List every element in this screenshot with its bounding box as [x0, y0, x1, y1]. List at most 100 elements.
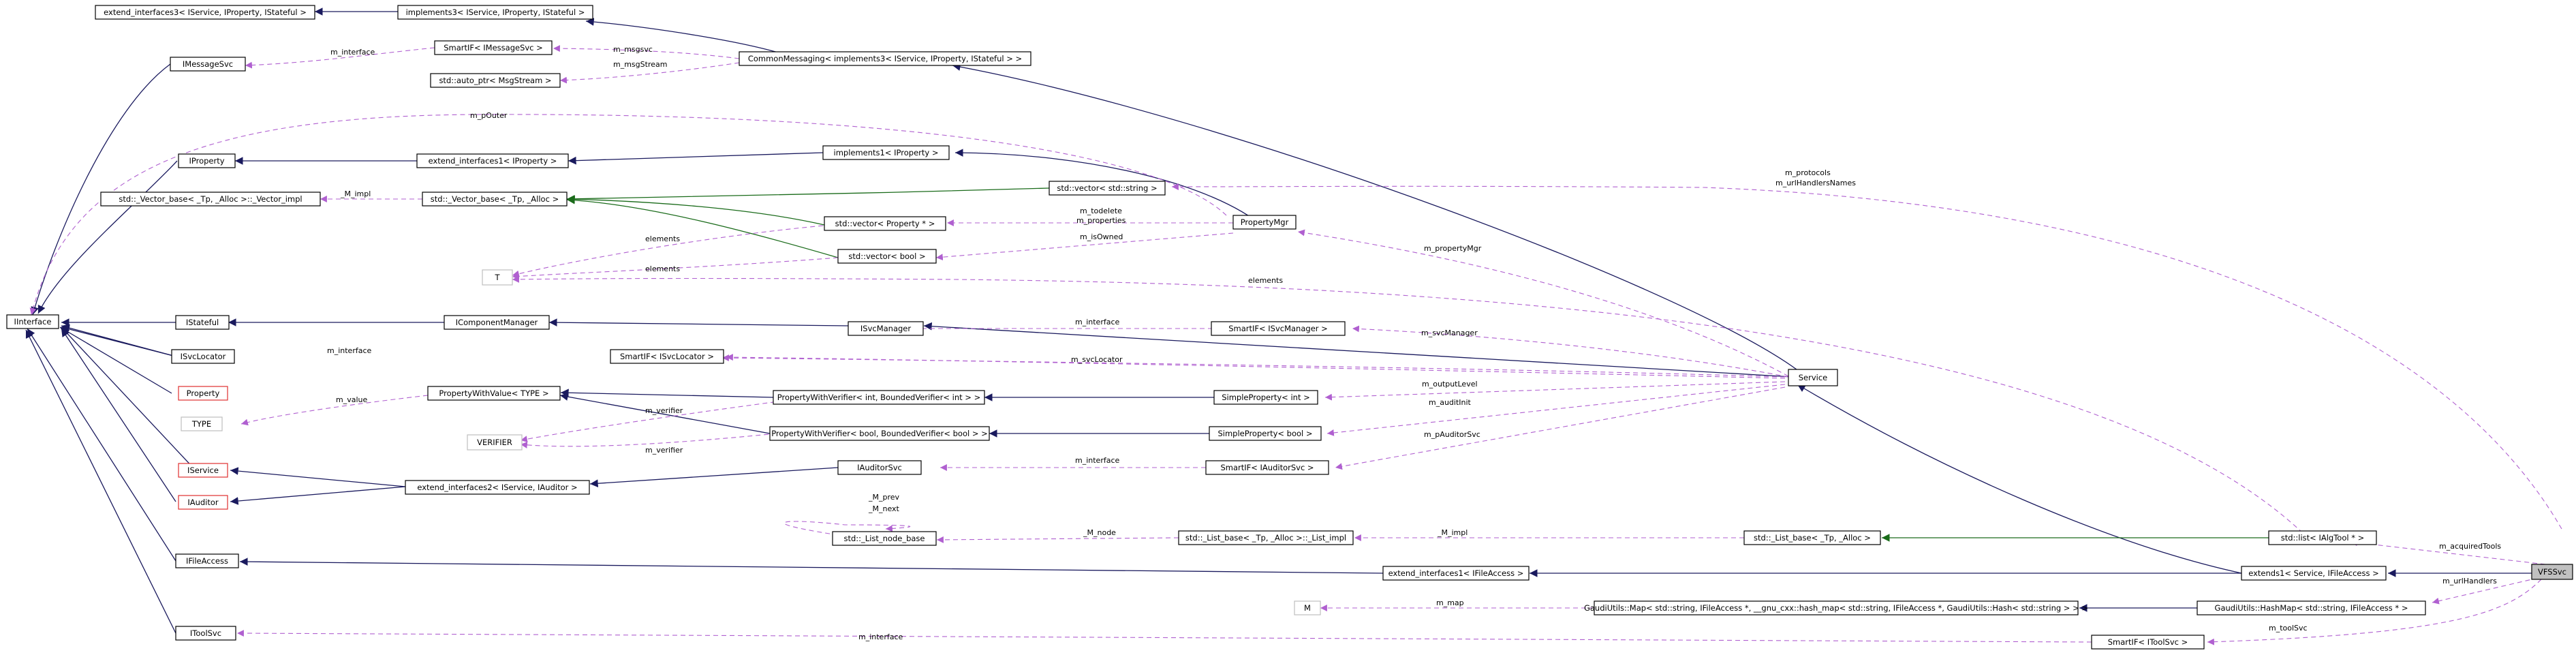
- edge-label-m-todelete: m_todelete: [1080, 207, 1122, 215]
- edge-label-m-pouter: m_pOuter: [470, 111, 508, 120]
- class-node-list-base[interactable]: std::_List_base< _Tp, _Alloc >: [1743, 530, 1881, 545]
- node-label: GaudiUtils::Map< std::string, IFileAcces…: [1584, 603, 2088, 613]
- class-node-ifileaccess[interactable]: IFileAccess: [175, 553, 239, 568]
- class-node-smartif-isvclocator[interactable]: SmartIF< ISvcLocator >: [610, 349, 724, 364]
- class-node-pwv-bool[interactable]: PropertyWithVerifier< bool, BoundedVerif…: [769, 426, 990, 441]
- node-label: SmartIF< IToolSvc >: [2108, 637, 2188, 647]
- template-edges: [566, 187, 2269, 542]
- class-node-istateful[interactable]: IStateful: [175, 315, 230, 330]
- class-node-vfssvc[interactable]: VFSSvc: [2531, 564, 2573, 580]
- class-node-list-node-base[interactable]: std::_List_node_base: [832, 531, 937, 546]
- edge-label-m-pauditorsvc: m_pAuditorSvc: [1424, 430, 1480, 439]
- node-box: [848, 321, 924, 336]
- node-label: PropertyWithVerifier< int, BoundedVerifi…: [777, 393, 980, 402]
- class-node-extend-interfaces1-ifileaccess[interactable]: extend_interfaces1< IFileAccess >: [1382, 566, 1530, 581]
- edge-label-m-propertymgr: m_propertyMgr: [1424, 244, 1482, 253]
- class-node-property[interactable]: Property: [178, 386, 228, 401]
- class-node-smartif-iauditorsvc[interactable]: SmartIF< IAuditorSvc >: [1205, 460, 1329, 475]
- class-node-pwv-int[interactable]: PropertyWithVerifier< int, BoundedVerifi…: [773, 390, 985, 405]
- node-box: [178, 495, 228, 510]
- class-node-gaudimap[interactable]: GaudiUtils::Map< std::string, IFileAcces…: [1584, 600, 2088, 615]
- class-node-verifier[interactable]: VERIFIER: [467, 434, 523, 451]
- edge-label-m-urlhandlers: m_urlHandlers: [2442, 577, 2497, 585]
- class-node-propertymgr[interactable]: PropertyMgr: [1232, 215, 1297, 230]
- node-label: SimpleProperty< int >: [1222, 393, 1310, 402]
- class-node-implements1-iproperty[interactable]: implements1< IProperty >: [822, 145, 950, 160]
- edge-label-m-interface-msgsvc: m_interface: [330, 48, 375, 57]
- edge-labels: m_interface m_msgsvc m_msgStream m_pOute…: [327, 45, 2501, 641]
- class-node-isvclocator[interactable]: ISvcLocator: [171, 349, 235, 364]
- node-box: [482, 269, 513, 286]
- class-node-simpleproperty-int[interactable]: SimpleProperty< int >: [1213, 390, 1318, 405]
- edge-label-m-map: m_map: [1436, 598, 1464, 607]
- class-node-iservice[interactable]: IService: [178, 463, 228, 478]
- class-node-vector-property[interactable]: std::vector< Property * >: [824, 216, 946, 231]
- class-node-extend-interfaces3[interactable]: extend_interfaces3< IService, IProperty,…: [95, 5, 315, 20]
- class-node-icomponentmanager[interactable]: IComponentManager: [444, 315, 550, 330]
- class-node-smartif-imessagesvc[interactable]: SmartIF< IMessageSvc >: [434, 40, 553, 55]
- node-box: [422, 192, 568, 207]
- class-node-isvcmanager[interactable]: ISvcManager: [848, 321, 924, 336]
- class-node-t[interactable]: T: [482, 269, 513, 286]
- node-box: [416, 153, 569, 168]
- node-box: [739, 51, 1031, 66]
- node-label: VERIFIER: [477, 438, 512, 447]
- class-node-iauditorsvc[interactable]: IAuditorSvc: [837, 460, 922, 475]
- class-node-vector-bool[interactable]: std::vector< bool >: [837, 249, 937, 264]
- class-node-m[interactable]: M: [1294, 600, 1321, 615]
- node-label: std::vector< std::string >: [1057, 183, 1157, 193]
- node-label: std::_List_node_base: [843, 534, 925, 543]
- node-box: [773, 390, 985, 405]
- node-box: [1209, 426, 1322, 441]
- edge-label-m-msgsvc: m_msgsvc: [613, 45, 653, 54]
- usage-edges: [29, 45, 2562, 645]
- class-node-service[interactable]: Service: [1788, 369, 1838, 386]
- edge-label-m-protocols: m_protocols: [1785, 168, 1831, 177]
- node-box: [1049, 181, 1166, 196]
- class-node-iproperty[interactable]: IProperty: [178, 153, 236, 168]
- class-node-itoolsvc[interactable]: IToolSvc: [175, 626, 236, 641]
- node-label: SimpleProperty< bool >: [1217, 429, 1312, 438]
- class-node-implements3[interactable]: implements3< IService, IProperty, IState…: [397, 5, 593, 20]
- node-label: Service: [1799, 373, 1828, 382]
- class-node-commonmessaging[interactable]: CommonMessaging< implements3< IService, …: [739, 51, 1031, 66]
- class-node-iinterface[interactable]: IInterface: [6, 314, 59, 329]
- node-box: [6, 314, 59, 329]
- edge-label-m-interface-svclocator: m_interface: [327, 346, 372, 355]
- edge-label-m-svcmanager: m_svcManager: [1421, 329, 1478, 337]
- node-box: [181, 416, 223, 431]
- node-box: [434, 40, 553, 55]
- edge-label-elements-1: elements: [645, 234, 680, 243]
- node-box: [837, 249, 937, 264]
- class-node-smartif-itoolsvc[interactable]: SmartIF< IToolSvc >: [2091, 635, 2205, 650]
- class-node-imessagesvc[interactable]: IMessageSvc: [170, 57, 246, 72]
- node-label: ISvcManager: [860, 324, 911, 333]
- class-node-vector-impl[interactable]: std::_Vector_base< _Tp, _Alloc >::_Vecto…: [100, 192, 321, 207]
- class-node-smartif-isvcmanager[interactable]: SmartIF< ISvcManager >: [1211, 321, 1346, 336]
- class-node-auto-ptr-msgstream[interactable]: std::auto_ptr< MsgStream >: [430, 73, 561, 88]
- class-node-type[interactable]: TYPE: [181, 416, 223, 431]
- node-label: PropertyWithVerifier< bool, BoundedVerif…: [771, 429, 988, 438]
- node-box: [1213, 390, 1318, 405]
- class-node-vector-base[interactable]: std::_Vector_base< _Tp, _Alloc >: [422, 192, 568, 207]
- node-label: std::_Vector_base< _Tp, _Alloc >::_Vecto…: [119, 194, 302, 204]
- class-node-propertywithvalue[interactable]: PropertyWithValue< TYPE >: [427, 386, 561, 401]
- class-node-extends1[interactable]: extends1< Service, IFileAccess >: [2241, 566, 2387, 581]
- node-box: [427, 386, 561, 401]
- edge-label-m-outputlevel: m_outputLevel: [1422, 380, 1478, 389]
- class-node-vector-string[interactable]: std::vector< std::string >: [1049, 181, 1166, 196]
- class-node-simpleproperty-bool[interactable]: SimpleProperty< bool >: [1209, 426, 1322, 441]
- node-box: [467, 434, 523, 451]
- class-node-extend-interfaces1-iproperty[interactable]: extend_interfaces1< IProperty >: [416, 153, 569, 168]
- class-node-gaudihashmap[interactable]: GaudiUtils::HashMap< std::string, IFileA…: [2197, 600, 2426, 615]
- node-label: std::_List_base< _Tp, _Alloc >: [1754, 533, 1871, 543]
- class-node-list-ialgtool[interactable]: std::list< IAlgTool * >: [2268, 530, 2377, 545]
- node-label: SmartIF< ISvcManager >: [1228, 324, 1328, 333]
- node-label: GaudiUtils::HashMap< std::string, IFileA…: [2215, 603, 2408, 613]
- node-box: [178, 386, 228, 401]
- class-node-list-impl[interactable]: std::_List_base< _Tp, _Alloc >::_List_im…: [1178, 530, 1354, 545]
- class-node-extend-interfaces2[interactable]: extend_interfaces2< IService, IAuditor >: [405, 480, 590, 495]
- node-label: SmartIF< IMessageSvc >: [444, 43, 543, 52]
- class-node-iauditor[interactable]: IAuditor: [178, 495, 228, 510]
- edge-label-m-toolsvc: m_toolSvc: [2269, 624, 2308, 633]
